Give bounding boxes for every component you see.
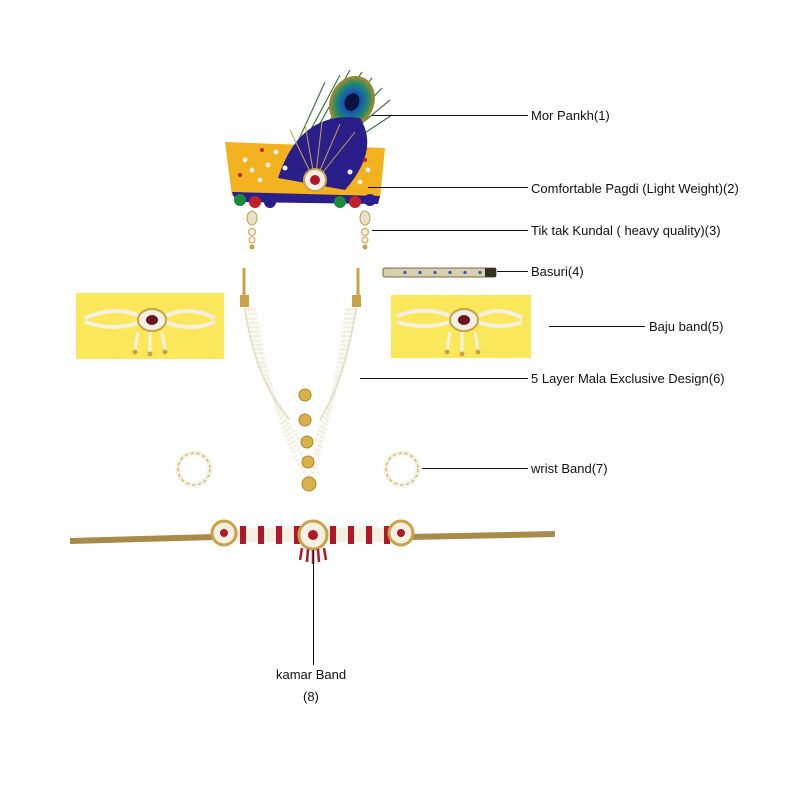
wrist-band-right-icon xyxy=(383,450,421,488)
leader-line-kamar-band xyxy=(313,550,314,665)
label-baju-band: Baju band(5) xyxy=(649,319,724,334)
label-pagdi: Comfortable Pagdi (Light Weight)(2) xyxy=(531,181,739,196)
pagdi-turban-icon xyxy=(225,117,385,208)
kamar-band-icon xyxy=(70,519,555,564)
kundal-earrings-icon xyxy=(246,210,371,250)
leader-line-baju-band xyxy=(549,326,645,327)
label-mor-pankh: Mor Pankh(1) xyxy=(531,108,610,123)
label-kamar-band: kamar Band xyxy=(276,667,347,682)
label-mala: 5 Layer Mala Exclusive Design(6) xyxy=(531,371,725,386)
label-kamar-band-number: (8) xyxy=(303,689,319,704)
label-basuri: Basuri(4) xyxy=(531,264,584,279)
label-kundal: Tik tak Kundal ( heavy quality)(3) xyxy=(531,223,721,238)
five-layer-mala-icon xyxy=(240,268,361,492)
leader-line-mor-pankh xyxy=(372,115,528,116)
baju-band-right-icon xyxy=(391,295,531,358)
wrist-band-left-icon xyxy=(175,450,213,488)
leader-line-mala xyxy=(360,378,528,379)
basuri-flute-icon xyxy=(382,267,497,278)
leader-line-kundal xyxy=(372,230,528,231)
label-wrist-band: wrist Band(7) xyxy=(531,461,608,476)
leader-line-pagdi xyxy=(368,187,528,188)
leader-line-basuri xyxy=(497,271,528,272)
leader-line-wrist-band xyxy=(422,468,528,469)
baju-band-left-icon xyxy=(76,293,224,359)
